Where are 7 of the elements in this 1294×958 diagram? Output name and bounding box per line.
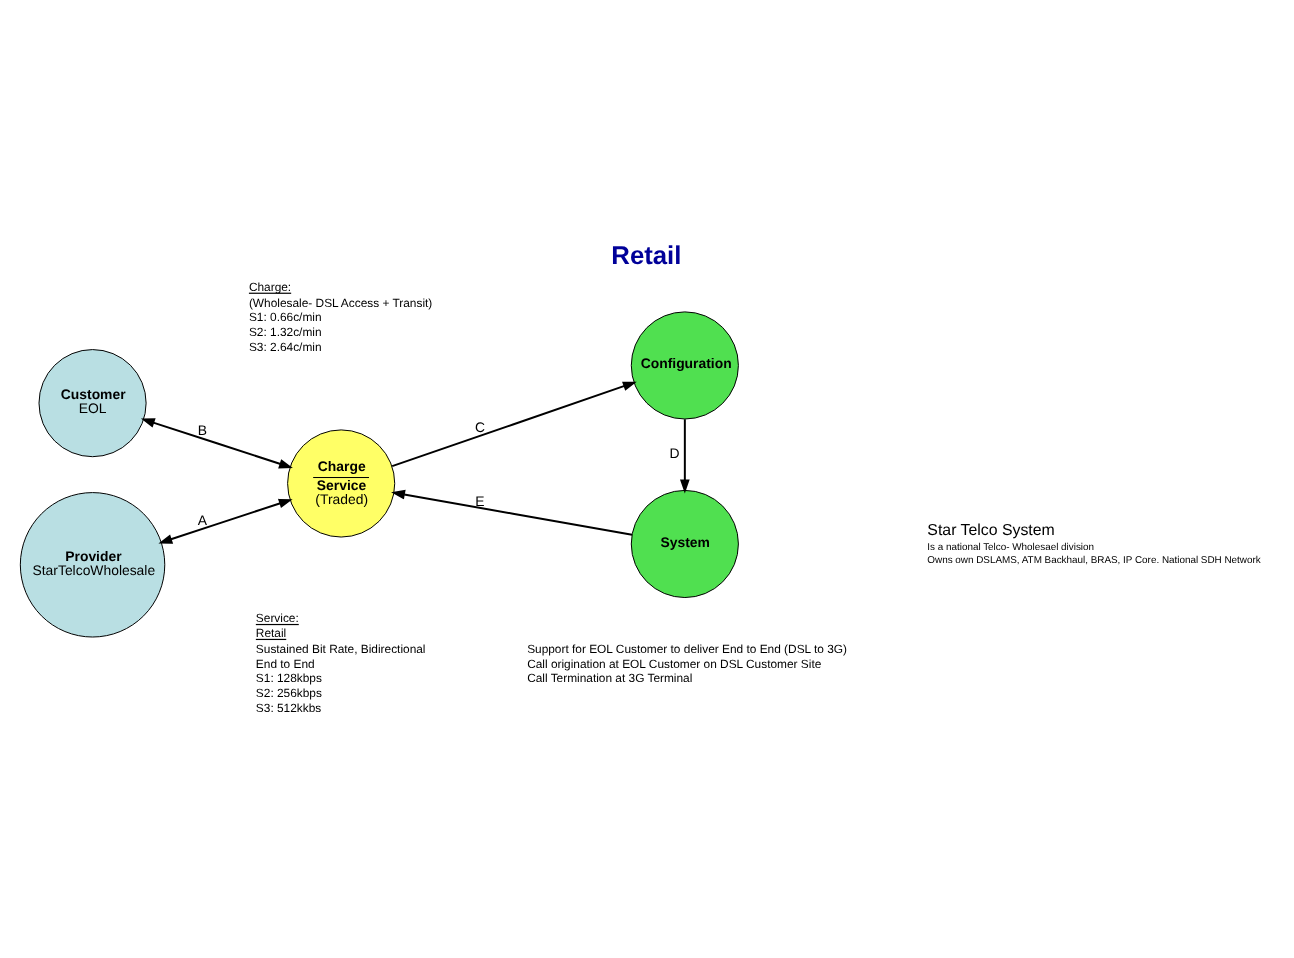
label: Star Telco System <box>927 519 1055 538</box>
arrow <box>391 380 637 467</box>
diagram-title: Retail <box>611 238 682 269</box>
arrow <box>391 488 633 535</box>
arrow <box>140 417 293 468</box>
arrow <box>158 497 293 543</box>
arrow <box>679 417 690 493</box>
